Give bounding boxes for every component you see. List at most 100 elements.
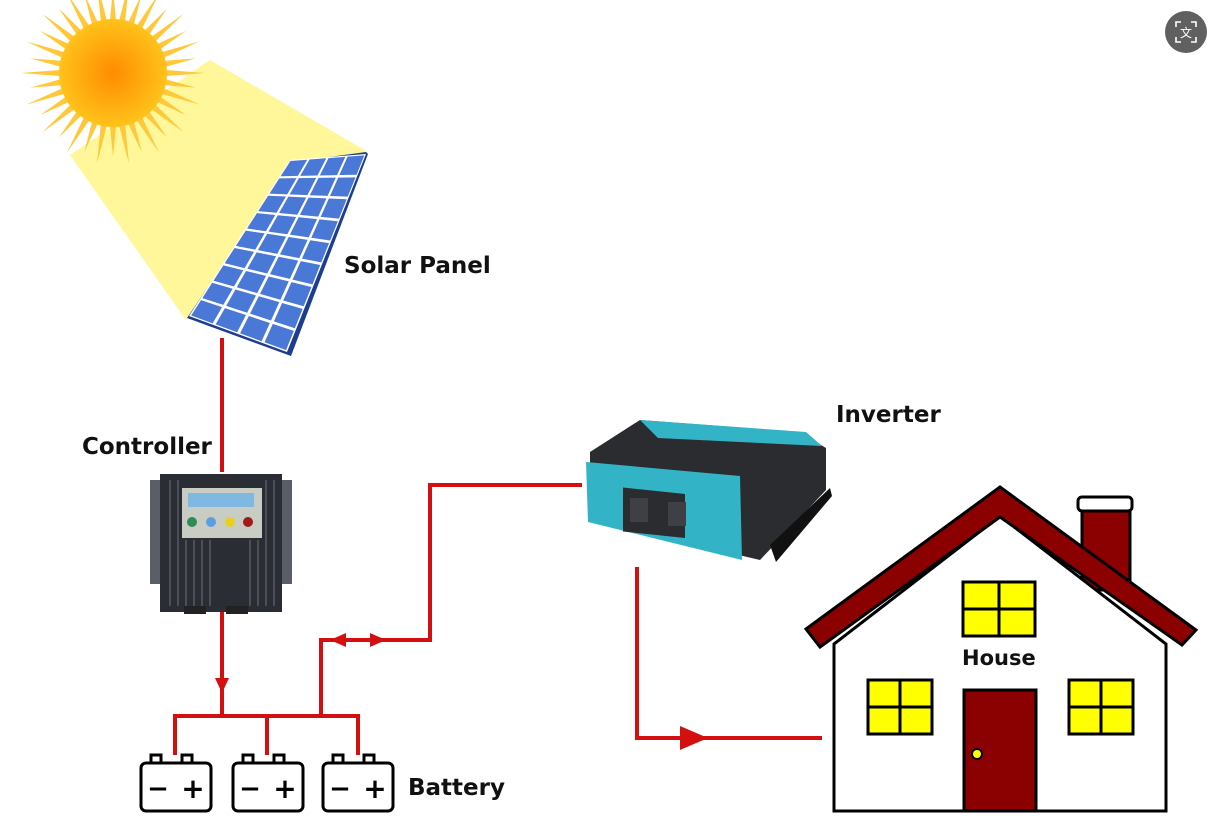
charge-controller: [150, 474, 292, 614]
solar-cell: [301, 240, 330, 263]
sun-ray: [143, 110, 167, 138]
sun-ray: [127, 120, 142, 152]
solar-cell: [273, 302, 303, 329]
battery-icon: − +: [231, 753, 305, 813]
solar-cell: [339, 155, 365, 176]
sun-ray: [143, 8, 167, 36]
arrow-left-icon: [330, 633, 346, 647]
sun-ray: [84, 120, 99, 152]
controller-label: Controller: [82, 434, 212, 460]
solar-panel: [187, 152, 368, 356]
solar-cell: [289, 217, 318, 238]
battery-icon: − +: [139, 753, 213, 813]
solar-cell: [213, 265, 244, 287]
solar-cell: [257, 233, 287, 254]
arrow-right-icon: [370, 633, 386, 647]
solar-cell: [269, 178, 297, 195]
solar-cell: [215, 308, 246, 333]
solar-cell: [269, 256, 299, 279]
sun-ray: [26, 87, 66, 105]
translate-icon: 文: [1175, 21, 1197, 43]
solar-cell: [268, 215, 297, 235]
sun-ray: [26, 41, 66, 59]
sun-ray: [42, 13, 76, 43]
sun-ray: [163, 78, 196, 88]
sun-ray: [164, 69, 205, 77]
sun-ray: [59, 8, 83, 36]
solar-cell: [240, 315, 270, 342]
arrow-down-icon: [215, 678, 229, 693]
arrow-right-icon: [680, 726, 708, 750]
solar-cell: [235, 230, 265, 250]
sun-ray: [163, 58, 196, 68]
sun-ray: [109, 0, 117, 22]
sun-ray: [109, 124, 117, 157]
svg-text:文: 文: [1180, 25, 1192, 40]
solar-cell: [247, 213, 276, 232]
sun-ray: [118, 123, 129, 164]
solar-cell: [202, 282, 233, 305]
sun-ray: [150, 103, 184, 133]
solar-cell: [259, 276, 289, 300]
solar-cell: [311, 219, 338, 241]
solar-cell: [279, 196, 307, 215]
solar-cell: [191, 300, 223, 324]
solar-cell: [224, 247, 254, 269]
sun-ray: [30, 78, 63, 88]
wiring: [173, 338, 822, 755]
house-label: House: [962, 646, 1036, 670]
solar-cell: [250, 296, 280, 321]
translate-button[interactable]: 文: [1165, 11, 1207, 53]
solar-panel-label: Solar Panel: [344, 253, 491, 279]
sun-ray: [156, 31, 186, 50]
battery-label: Battery: [408, 775, 505, 801]
solar-cell: [258, 195, 286, 213]
solar-cell: [264, 323, 294, 351]
solar-cell: [226, 289, 257, 313]
wire-inverter-house: [635, 567, 822, 740]
solar-cell: [299, 197, 327, 217]
solar-cell: [236, 270, 267, 294]
solar-cell: [279, 237, 308, 259]
sun-ray: [156, 96, 186, 115]
solar-cell: [309, 177, 336, 196]
flow-arrows: [215, 633, 708, 750]
battery-negative-terminal: −: [239, 774, 261, 804]
sun-ray: [150, 13, 184, 43]
sun-ray: [160, 87, 200, 105]
sun-ray: [160, 41, 200, 59]
sun-ray: [136, 116, 159, 153]
sun-ray: [136, 0, 156, 30]
solar-cell: [247, 252, 277, 274]
sun-ray: [118, 0, 128, 23]
solar-cell: [289, 177, 317, 196]
sun-ray: [127, 0, 141, 26]
inverter-label: Inverter: [836, 402, 941, 428]
sun-ray: [42, 103, 76, 133]
battery-negative-terminal: −: [329, 774, 351, 804]
battery-icon: − +: [321, 753, 395, 813]
sun-ray: [40, 31, 70, 50]
inverter-device: [586, 420, 832, 562]
sun-ray: [70, 0, 90, 30]
solar-cell: [283, 282, 312, 307]
sun-ray: [30, 58, 63, 68]
solar-cell: [300, 158, 327, 176]
solar-cell: [329, 177, 356, 197]
sun-ray: [98, 0, 108, 23]
battery-negative-terminal: −: [147, 774, 169, 804]
battery-positive-terminal: +: [181, 772, 204, 805]
house-icon: [803, 485, 1199, 813]
sun-ray: [40, 96, 70, 115]
sun-ray: [67, 116, 90, 153]
sun-ray: [97, 123, 108, 164]
solar-cell: [320, 198, 347, 219]
sun-ray: [85, 0, 99, 26]
sun-ray: [59, 110, 83, 138]
battery-positive-terminal: +: [363, 772, 386, 805]
sun-icon: [21, 0, 205, 164]
battery-positive-terminal: +: [273, 772, 296, 805]
solar-cell: [319, 156, 346, 176]
solar-cell: [280, 159, 308, 177]
